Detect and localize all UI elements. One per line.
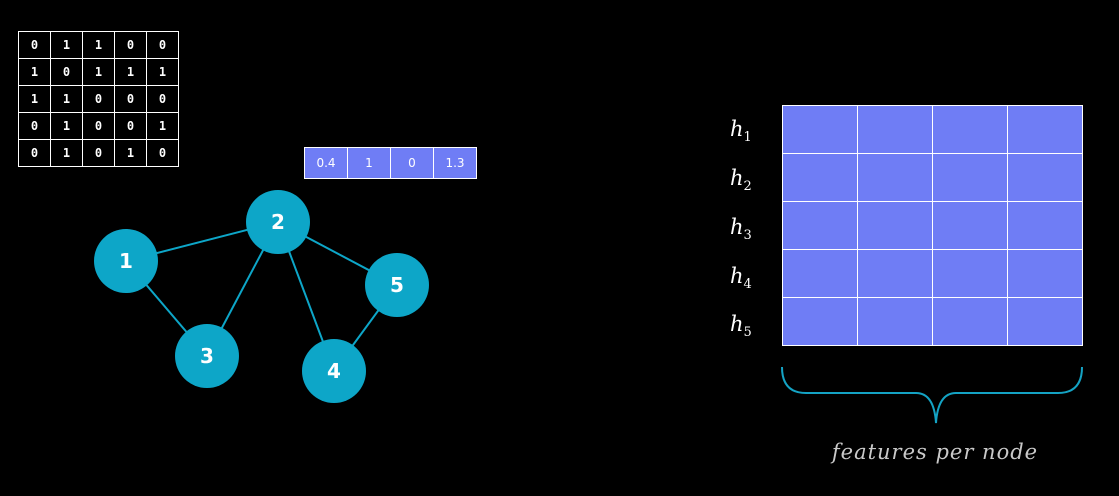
row-label-h1: h1	[730, 117, 770, 147]
feature-matrix-cell	[782, 153, 858, 202]
row-label-base: h	[730, 117, 744, 141]
node-circle	[302, 339, 366, 403]
feature-cell: 0	[390, 147, 434, 179]
feature-matrix-cell	[932, 201, 1008, 250]
feature-matrix-cell	[932, 249, 1008, 298]
node-label: 4	[327, 359, 341, 383]
row-label-subscript: 4	[743, 277, 752, 293]
adjacency-cell: 0	[18, 112, 51, 140]
feature-matrix-cell	[857, 201, 933, 250]
row-label-subscript: 1	[743, 130, 752, 146]
row-label-base: h	[730, 215, 744, 239]
feature-matrix-row	[782, 153, 1083, 202]
graph-nodes: 1 2 3 4 5	[94, 190, 429, 403]
feature-matrix-cell	[857, 105, 933, 154]
adjacency-cell: 1	[50, 139, 83, 167]
node-label: 2	[271, 210, 285, 234]
adjacency-cell: 0	[18, 139, 51, 167]
feature-matrix-cell	[1007, 153, 1083, 202]
adjacency-cell: 1	[146, 112, 179, 140]
feature-matrix-row	[782, 105, 1083, 154]
row-label-base: h	[730, 312, 744, 336]
node-2: 2	[246, 190, 310, 254]
node-3: 3	[175, 324, 239, 388]
node-1: 1	[94, 229, 158, 293]
feature-matrix-row	[782, 249, 1083, 298]
feature-matrix-cell	[857, 297, 933, 346]
feature-matrix-cell	[782, 249, 858, 298]
feature-matrix-cell	[1007, 297, 1083, 346]
node-circle	[246, 190, 310, 254]
adjacency-cell: 0	[114, 112, 147, 140]
adjacency-cell: 0	[82, 112, 115, 140]
adjacency-cell: 1	[50, 112, 83, 140]
row-label-subscript: 5	[743, 325, 752, 341]
adjacency-cell: 1	[114, 139, 147, 167]
node-circle	[94, 229, 158, 293]
adjacency-cell: 0	[82, 85, 115, 113]
node-feature-matrix	[782, 105, 1083, 346]
adjacency-cell: 0	[146, 139, 179, 167]
row-label-h5: h5	[730, 312, 770, 342]
node-label: 1	[119, 249, 133, 273]
node-4: 4	[302, 339, 366, 403]
feature-matrix-cell	[857, 249, 933, 298]
row-label-subscript: 2	[743, 179, 752, 195]
feature-matrix-cell	[782, 105, 858, 154]
adjacency-cell: 0	[146, 31, 179, 59]
node-circle	[175, 324, 239, 388]
feature-matrix-row	[782, 297, 1083, 346]
node-circle	[365, 253, 429, 317]
features-caption: features per node	[831, 440, 1039, 464]
row-label-h4: h4	[730, 264, 770, 294]
feature-matrix-cell	[932, 153, 1008, 202]
adjacency-cell: 1	[18, 58, 51, 86]
feature-matrix-cell	[1007, 201, 1083, 250]
feature-cell: 1.3	[433, 147, 477, 179]
feature-matrix-cell	[782, 201, 858, 250]
row-label-subscript: 3	[743, 228, 752, 244]
row-label-h3: h3	[730, 215, 770, 245]
feature-matrix-row	[782, 201, 1083, 250]
feature-matrix-cell	[857, 153, 933, 202]
graph: 1 2 3 4 5	[94, 190, 429, 403]
feature-matrix-cell	[1007, 249, 1083, 298]
node-label: 3	[200, 344, 214, 368]
feature-matrix-cell	[782, 297, 858, 346]
row-label-base: h	[730, 264, 744, 288]
adjacency-cell: 0	[18, 31, 51, 59]
row-label-base: h	[730, 166, 744, 190]
feature-cell: 0.4	[304, 147, 348, 179]
feature-matrix-cell	[932, 105, 1008, 154]
adjacency-cell: 1	[146, 58, 179, 86]
node-5: 5	[365, 253, 429, 317]
node-label: 5	[390, 273, 404, 297]
curly-brace	[781, 366, 1083, 424]
feature-matrix-cell	[932, 297, 1008, 346]
row-label-h2: h2	[730, 166, 770, 196]
feature-matrix-cell	[1007, 105, 1083, 154]
